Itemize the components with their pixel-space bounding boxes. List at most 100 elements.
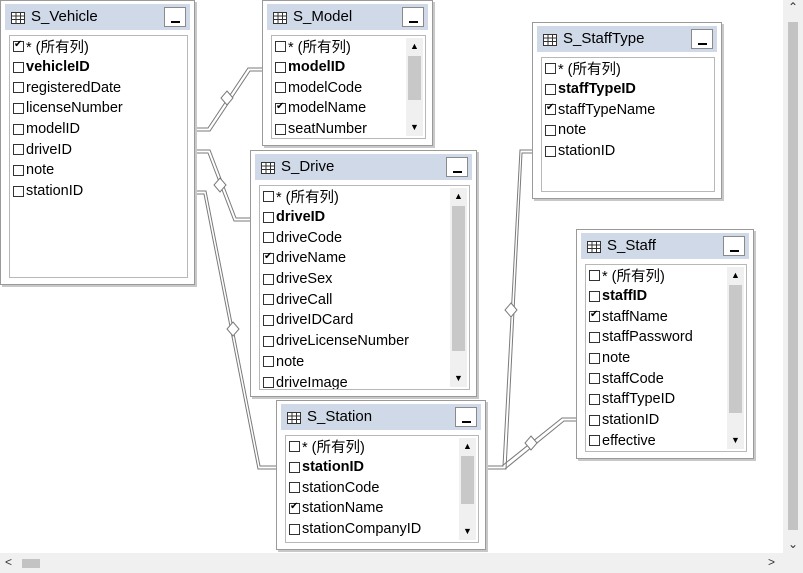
up-arrow-icon[interactable]: ▲ bbox=[410, 41, 419, 51]
table-title-bar[interactable]: S_Staff bbox=[581, 233, 749, 259]
column-item[interactable]: stationName bbox=[286, 498, 478, 519]
column-item[interactable]: staffTypeName bbox=[542, 99, 714, 120]
column-item[interactable]: note bbox=[542, 120, 714, 141]
column-checkbox[interactable] bbox=[589, 393, 600, 405]
scrollbar-thumb[interactable] bbox=[729, 285, 742, 413]
scroll-right-icon[interactable]: > bbox=[768, 555, 776, 569]
column-item[interactable]: modelName bbox=[272, 98, 425, 119]
column-checkbox[interactable] bbox=[263, 273, 274, 285]
column-item[interactable]: stationID bbox=[542, 141, 714, 162]
column-item[interactable]: note bbox=[10, 160, 187, 181]
canvas-vertical-scrollbar[interactable]: ⌃ ⌄ bbox=[783, 0, 803, 553]
column-checkbox[interactable] bbox=[289, 461, 300, 473]
table-s-drive[interactable]: S_Drive* (所有列)driveIDdriveCodedriveNamed… bbox=[250, 150, 477, 397]
column-item[interactable]: staffPassword bbox=[586, 327, 746, 348]
column-item[interactable]: * (所有列) bbox=[272, 36, 425, 57]
column-checkbox[interactable] bbox=[545, 102, 556, 116]
column-checkbox[interactable] bbox=[275, 101, 286, 114]
column-checkbox[interactable] bbox=[263, 335, 274, 347]
list-scrollbar[interactable]: ▲▼ bbox=[459, 438, 476, 540]
scroll-up-icon[interactable]: ⌃ bbox=[787, 0, 799, 14]
column-item[interactable]: registeredDate bbox=[10, 77, 187, 98]
column-item[interactable]: effective bbox=[586, 431, 746, 452]
column-checkbox[interactable] bbox=[545, 124, 556, 136]
list-scrollbar[interactable]: ▲▼ bbox=[450, 188, 467, 387]
column-checkbox[interactable] bbox=[13, 164, 24, 176]
column-item[interactable]: note bbox=[260, 352, 469, 373]
minimize-button[interactable] bbox=[446, 157, 468, 177]
column-item[interactable]: staffID bbox=[586, 286, 746, 307]
column-item[interactable]: stationCode bbox=[286, 477, 478, 498]
scroll-down-icon[interactable]: ⌄ bbox=[787, 537, 799, 551]
up-arrow-icon[interactable]: ▲ bbox=[731, 270, 740, 280]
column-checkbox[interactable] bbox=[289, 440, 300, 452]
column-item[interactable]: vehicleID bbox=[10, 57, 187, 78]
column-checkbox[interactable] bbox=[263, 251, 274, 264]
column-checkbox[interactable] bbox=[13, 102, 24, 114]
column-checkbox[interactable] bbox=[589, 352, 600, 364]
column-checkbox[interactable] bbox=[13, 144, 24, 156]
column-list[interactable]: * (所有列)driveIDdriveCodedriveNamedriveSex… bbox=[259, 185, 470, 390]
column-checkbox[interactable] bbox=[275, 61, 286, 73]
column-checkbox[interactable] bbox=[275, 123, 286, 135]
table-title-bar[interactable]: S_Model bbox=[267, 4, 428, 30]
column-item[interactable]: * (所有列) bbox=[586, 265, 746, 286]
up-arrow-icon[interactable]: ▲ bbox=[463, 441, 472, 451]
minimize-button[interactable] bbox=[691, 29, 713, 49]
column-checkbox[interactable] bbox=[13, 185, 24, 197]
minimize-button[interactable] bbox=[723, 236, 745, 256]
column-item[interactable]: modelCode bbox=[272, 77, 425, 98]
column-checkbox[interactable] bbox=[589, 435, 600, 447]
column-checkbox[interactable] bbox=[263, 356, 274, 368]
down-arrow-icon[interactable]: ▼ bbox=[454, 373, 463, 383]
column-item[interactable]: driveID bbox=[260, 207, 469, 228]
column-checkbox[interactable] bbox=[263, 377, 274, 389]
column-checkbox[interactable] bbox=[589, 290, 600, 302]
column-item[interactable]: stationID bbox=[286, 457, 478, 478]
table-s-model[interactable]: S_Model * (所有列)modelIDmodelCodemodelNames… bbox=[262, 0, 433, 146]
column-checkbox[interactable] bbox=[589, 269, 600, 281]
minimize-button[interactable] bbox=[164, 7, 186, 27]
column-item[interactable]: driveCall bbox=[260, 289, 469, 310]
column-checkbox[interactable] bbox=[589, 331, 600, 343]
column-checkbox[interactable] bbox=[263, 232, 274, 244]
column-checkbox[interactable] bbox=[545, 83, 556, 95]
column-item[interactable]: driveImage bbox=[260, 372, 469, 389]
column-item[interactable]: driveSex bbox=[260, 269, 469, 290]
column-checkbox[interactable] bbox=[13, 82, 24, 94]
column-checkbox[interactable] bbox=[263, 190, 274, 202]
column-item[interactable]: driveName bbox=[260, 248, 469, 269]
column-item[interactable]: driveIDCard bbox=[260, 310, 469, 331]
column-item[interactable]: staffTypeID bbox=[542, 79, 714, 100]
list-scrollbar[interactable]: ▲▼ bbox=[727, 267, 744, 449]
column-checkbox[interactable] bbox=[545, 62, 556, 74]
column-item[interactable]: * (所有列) bbox=[260, 186, 469, 207]
column-item[interactable]: * (所有列) bbox=[542, 58, 714, 79]
column-item[interactable]: staffTypeID bbox=[586, 389, 746, 410]
column-item[interactable]: driveLicenseNumber bbox=[260, 331, 469, 352]
column-item[interactable]: seatNumber bbox=[272, 119, 425, 138]
column-item[interactable]: modelID bbox=[10, 119, 187, 140]
table-s-stafftype[interactable]: S_StaffType* (所有列)staffTypeIDstaffTypeNa… bbox=[532, 22, 722, 199]
column-item[interactable]: * (所有列) bbox=[286, 436, 478, 457]
scrollbar-thumb[interactable] bbox=[408, 56, 421, 100]
column-list[interactable]: * (所有列)vehicleIDregisteredDatelicenseNum… bbox=[9, 35, 188, 278]
column-item[interactable]: * (所有列) bbox=[10, 36, 187, 57]
scrollbar-thumb[interactable] bbox=[22, 559, 40, 568]
down-arrow-icon[interactable]: ▼ bbox=[731, 435, 740, 445]
column-checkbox[interactable] bbox=[289, 501, 300, 514]
column-checkbox[interactable] bbox=[545, 145, 556, 157]
column-item[interactable]: modelID bbox=[272, 57, 425, 78]
column-item[interactable]: staffName bbox=[586, 306, 746, 327]
column-checkbox[interactable] bbox=[289, 482, 300, 494]
diagram-canvas[interactable]: S_Vehicle* (所有列)vehicleIDregisteredDatel… bbox=[0, 0, 783, 553]
column-checkbox[interactable] bbox=[13, 123, 24, 135]
column-checkbox[interactable] bbox=[263, 211, 274, 223]
column-checkbox[interactable] bbox=[589, 309, 600, 323]
column-checkbox[interactable] bbox=[289, 523, 300, 535]
table-s-station[interactable]: S_Station* (所有列)stationIDstationCodestat… bbox=[276, 400, 486, 550]
up-arrow-icon[interactable]: ▲ bbox=[454, 191, 463, 201]
column-item[interactable]: stationCompanyID bbox=[286, 519, 478, 540]
column-checkbox[interactable] bbox=[275, 82, 286, 94]
column-item[interactable]: driveCode bbox=[260, 227, 469, 248]
